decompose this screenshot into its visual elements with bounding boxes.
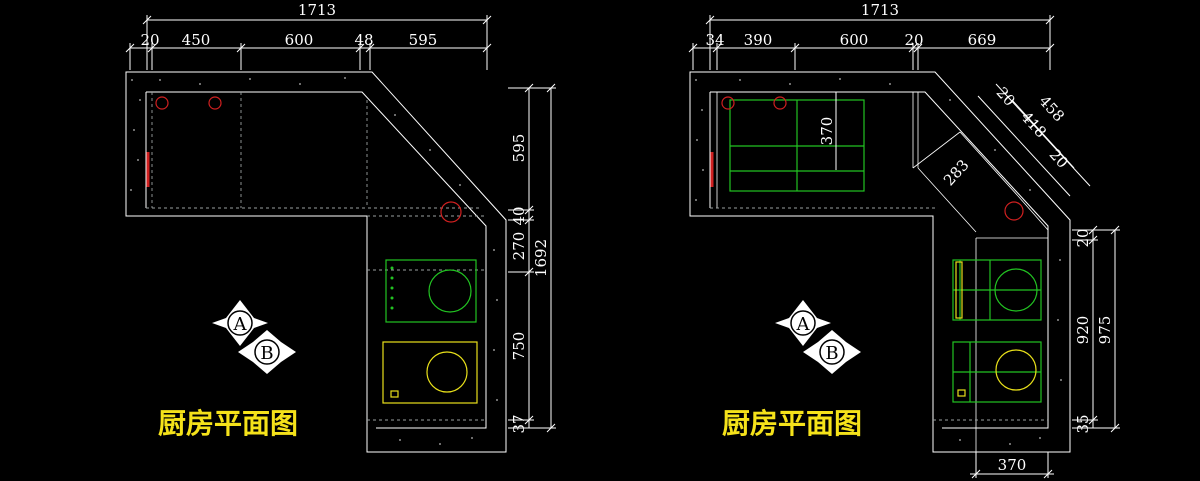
left-view-marker-a: A	[212, 300, 268, 346]
right-oven	[952, 341, 1042, 403]
right-seg-dim-4: 20	[904, 31, 923, 49]
left-right-dim-2: 40	[510, 206, 528, 225]
left-marker-b-label: B	[260, 343, 273, 364]
left-top-dimension-chain: 1713 20 450 600 48 595	[125, 1, 492, 70]
right-right-total-dim: 975	[1096, 316, 1114, 345]
right-right-dimension-chain: 20 920 35 975	[1072, 225, 1120, 434]
right-marker-a-label: A	[796, 314, 811, 335]
left-right-dim-5: 37	[510, 414, 528, 433]
right-sink-drain-2	[773, 96, 787, 110]
right-inner-dim-20b: 20	[1046, 146, 1072, 172]
right-bottom-dimension: 370	[970, 452, 1054, 479]
right-corner-pipe	[1004, 201, 1024, 221]
right-seg-dim-2: 390	[744, 31, 773, 49]
left-view-marker-b: B	[238, 330, 296, 374]
left-top-total-dim: 1713	[298, 1, 336, 19]
right-top-total-dim: 1713	[861, 1, 899, 19]
left-right-dim-3: 270	[510, 232, 528, 261]
left-right-dim-4: 750	[510, 332, 528, 361]
right-right-dim-1: 20	[1074, 228, 1092, 247]
right-right-dim-2: 920	[1074, 316, 1092, 345]
left-walls	[125, 71, 507, 453]
right-sink-cabinet-grid	[729, 99, 865, 192]
plan-right: 1713 34 390 600 20 669	[688, 1, 1120, 479]
left-right-dim-1: 595	[510, 134, 528, 163]
right-top-dimension-chain: 1713 34 390 600 20 669	[688, 1, 1055, 70]
right-inner-dim-20a: 20	[993, 84, 1019, 110]
right-cooktop	[952, 259, 1042, 321]
right-view-marker-b: B	[803, 330, 861, 374]
right-inner-dim-370: 370	[818, 117, 836, 146]
left-marker-a-label: A	[233, 314, 248, 335]
left-seg-dim-3: 600	[285, 31, 314, 49]
right-bottom-dim-370: 370	[998, 456, 1027, 474]
left-seg-dim-5: 595	[409, 31, 438, 49]
right-right-dim-3: 35	[1074, 414, 1092, 433]
plan-left: 1713 20 450 600 48 595	[125, 1, 556, 453]
left-corner-pipe	[440, 201, 462, 223]
right-seg-dim-1: 34	[705, 31, 724, 49]
right-inner-dim-283: 283	[940, 156, 973, 189]
right-marker-b-label: B	[825, 343, 838, 364]
right-sink-drain-1	[721, 96, 735, 110]
left-plan-title: 厨房平面图	[158, 407, 298, 440]
right-plan-title: 厨房平面图	[722, 407, 862, 440]
left-sink-drain-1	[155, 96, 169, 110]
left-cooktop	[385, 259, 477, 323]
right-walls	[689, 71, 1071, 453]
left-right-dimension-chain: 595 40 270 750 37 1692	[508, 83, 556, 434]
left-seg-dim-4: 48	[354, 31, 373, 49]
right-seg-dim-3: 600	[840, 31, 869, 49]
right-view-marker-a: A	[775, 300, 831, 346]
left-sink-drain-2	[208, 96, 222, 110]
right-seg-dim-5: 669	[968, 31, 997, 49]
left-seg-dim-1: 20	[140, 31, 159, 49]
left-seg-dim-2: 450	[182, 31, 211, 49]
left-right-total-dim: 1692	[532, 239, 550, 277]
left-oven	[382, 341, 478, 404]
